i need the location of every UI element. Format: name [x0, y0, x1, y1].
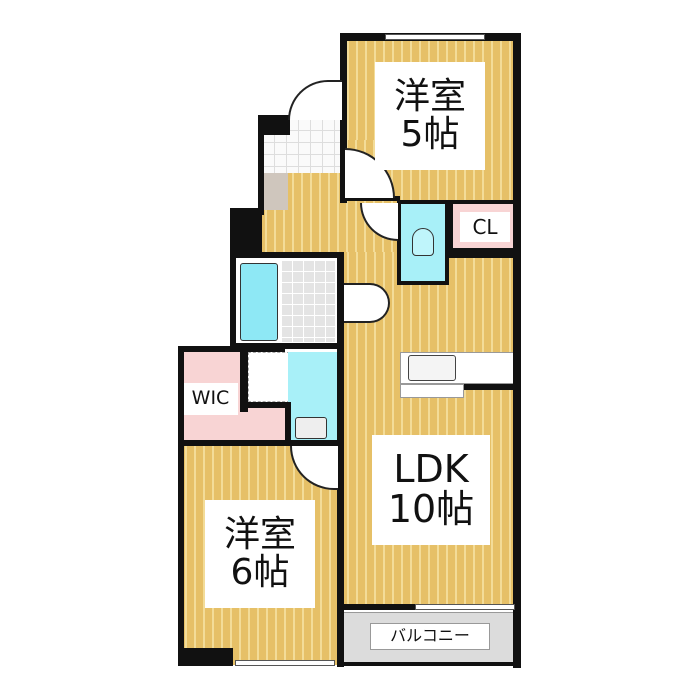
- kitchen-counter-lower: [400, 384, 464, 398]
- closet-label: CL: [460, 212, 510, 242]
- bathtub-icon: [240, 263, 278, 341]
- wall: [178, 440, 343, 446]
- wall: [178, 648, 233, 666]
- room-name: LDK: [393, 447, 469, 492]
- wall: [258, 115, 290, 135]
- wall: [343, 662, 520, 666]
- ldk-label: LDK 10帖: [372, 435, 490, 545]
- room-name: 洋室: [393, 76, 466, 118]
- shower-area: [248, 352, 290, 402]
- wall: [340, 196, 400, 201]
- bath-wash-area: [281, 260, 335, 342]
- window: [415, 604, 515, 610]
- balcony-label: バルコニー: [370, 623, 490, 650]
- wic-label: WIC: [183, 383, 238, 415]
- wall: [230, 208, 262, 258]
- room-name: 洋室: [223, 514, 296, 556]
- wall: [258, 115, 264, 215]
- wall: [240, 352, 248, 412]
- wall: [337, 252, 344, 667]
- toilet-icon: [412, 228, 434, 256]
- wall: [340, 604, 415, 610]
- wall: [285, 402, 291, 442]
- washbasin-icon: [295, 417, 327, 439]
- western-room-6-label: 洋室 6帖: [205, 500, 315, 608]
- western-room-5-label: 洋室 5帖: [375, 62, 485, 170]
- wall: [178, 346, 184, 666]
- wall: [513, 33, 521, 668]
- wall: [340, 33, 347, 203]
- shoe-box: [262, 173, 288, 210]
- wall: [240, 402, 290, 408]
- room-size: 10帖: [387, 487, 475, 531]
- wall: [464, 384, 520, 390]
- window: [385, 34, 485, 40]
- sink-icon: [408, 355, 456, 381]
- entrance-door[interactable]: [288, 80, 342, 120]
- room-size: 6帖: [230, 552, 290, 593]
- window: [235, 660, 335, 666]
- wall: [445, 250, 520, 258]
- ldk-door[interactable]: [344, 283, 390, 323]
- room-size: 5帖: [400, 114, 460, 155]
